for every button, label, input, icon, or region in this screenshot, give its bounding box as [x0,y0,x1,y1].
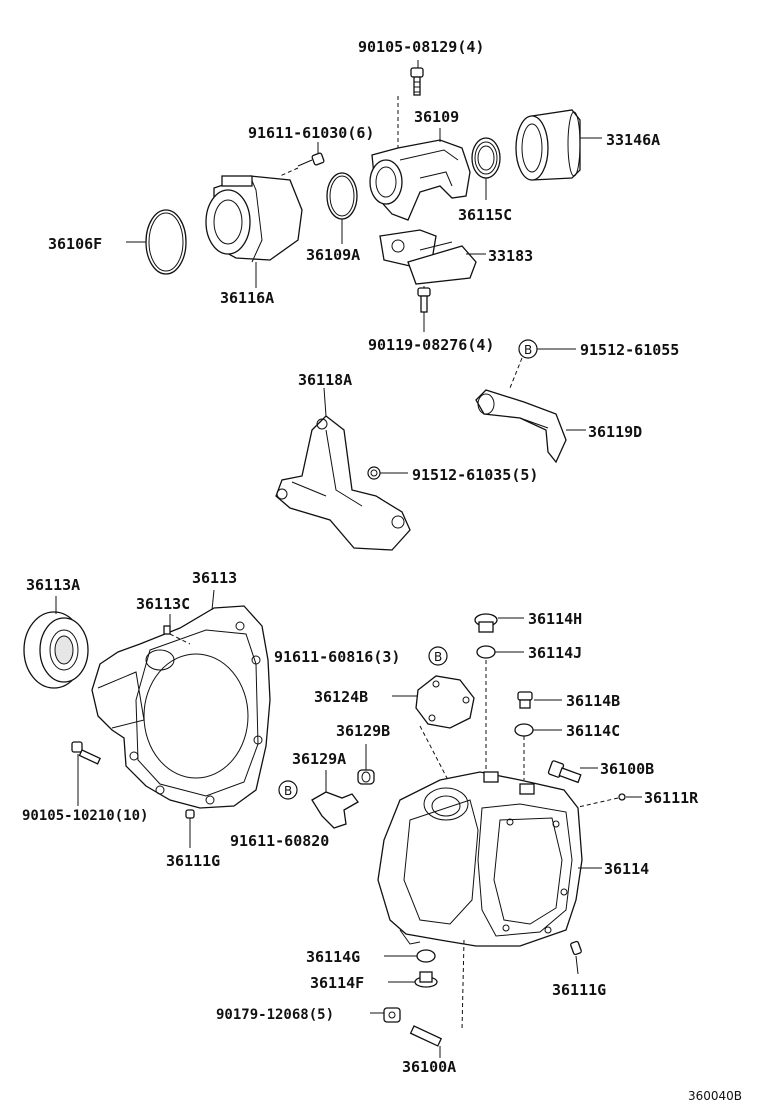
rear-case-36114 [377,771,583,947]
label-90105-10210: 90105-10210(10) [22,808,148,824]
label-36100B: 36100B [600,760,654,778]
label-36114F: 36114F [310,974,364,992]
bolt-90105-10210 [71,741,101,765]
label-36114J: 36114J [528,644,582,662]
mount-33183 [379,229,477,285]
label-36115C: 36115C [458,206,512,224]
pin-36113C [163,625,171,635]
figure-code: 360040B [688,1089,742,1103]
gasket-36114G [416,949,436,963]
lever-36129B [311,791,359,829]
svg-text:B: B [284,784,292,798]
gasket-36114J [476,645,496,659]
label-91512-61035: 91512-61035(5) [412,466,538,484]
label-36116A: 36116A [220,289,274,307]
cover-36124B [415,675,475,729]
adapter-36116A [205,175,303,263]
label-36114B: 36114B [566,692,620,710]
bolt-91512-61035 [367,466,381,480]
pin-36111G-left [185,809,195,819]
pin-36111R [618,793,626,801]
label-36109A: 36109A [306,246,360,264]
oil-seal-36115C [471,137,501,179]
label-36100A: 36100A [402,1058,456,1076]
bolt-36100B [547,760,582,784]
bracket-36118A [275,415,411,551]
transmission-case-36113 [91,605,271,809]
label-91611-61030: 91611-61030(6) [248,124,374,142]
plug-36114F [414,971,438,988]
plug-36114H [474,613,498,633]
label-36109: 36109 [414,108,459,126]
extension-housing-36109 [369,139,471,221]
label-36113: 36113 [192,569,237,587]
svg-text:B: B [434,650,442,664]
pin-36111G-right [570,940,582,956]
label-36114: 36114 [604,860,649,878]
label-90119-08276: 90119-08276(4) [368,336,494,354]
label-90105-08129: 90105-08129(4) [358,38,484,56]
label-36114H: 36114H [528,610,582,628]
bolt-90119-08276 [417,287,431,313]
label-91512-61055: 91512-61055 [580,341,679,359]
label-36113A: 36113A [26,576,80,594]
sleeve-33146A [515,109,581,181]
ref-marker-b-60820: B [278,780,298,800]
label-91611-60820: 91611-60820 [230,832,329,850]
o-ring-36109A [326,172,358,220]
label-36111G-right: 36111G [552,981,606,999]
o-ring-36106F [145,209,187,275]
bracket-36119D [475,389,567,464]
label-36106F: 36106F [48,235,102,253]
svg-text:B: B [524,343,532,357]
label-36124B: 36124B [314,688,368,706]
ref-marker-b-60816: B [428,646,448,666]
label-36119D: 36119D [588,423,642,441]
ref-marker-b-61055: B [518,339,538,359]
label-91611-60816: 91611-60816(3) [274,648,400,666]
plug-36114B [517,691,533,709]
gasket-36114C [514,723,534,737]
label-33183: 33183 [488,247,533,265]
label-36114G: 36114G [306,948,360,966]
label-36113C: 36113C [136,595,190,613]
label-36111R: 36111R [644,789,699,807]
label-90179-12068: 90179-12068(5) [216,1007,334,1023]
label-36129A: 36129A [292,750,346,768]
stud-36100A [409,1025,443,1047]
label-33146A: 33146A [606,131,660,149]
label-36118A: 36118A [298,371,352,389]
bushing-36129A [357,769,375,785]
label-36111G-left: 36111G [166,852,220,870]
bolt-91611-61030 [297,152,325,167]
label-36114C: 36114C [566,722,620,740]
bolt-90179-12068 [383,1007,401,1023]
label-36129B: 36129B [336,722,390,740]
bolt-90105-08129 [410,67,424,96]
bearing-36113A [23,611,89,689]
